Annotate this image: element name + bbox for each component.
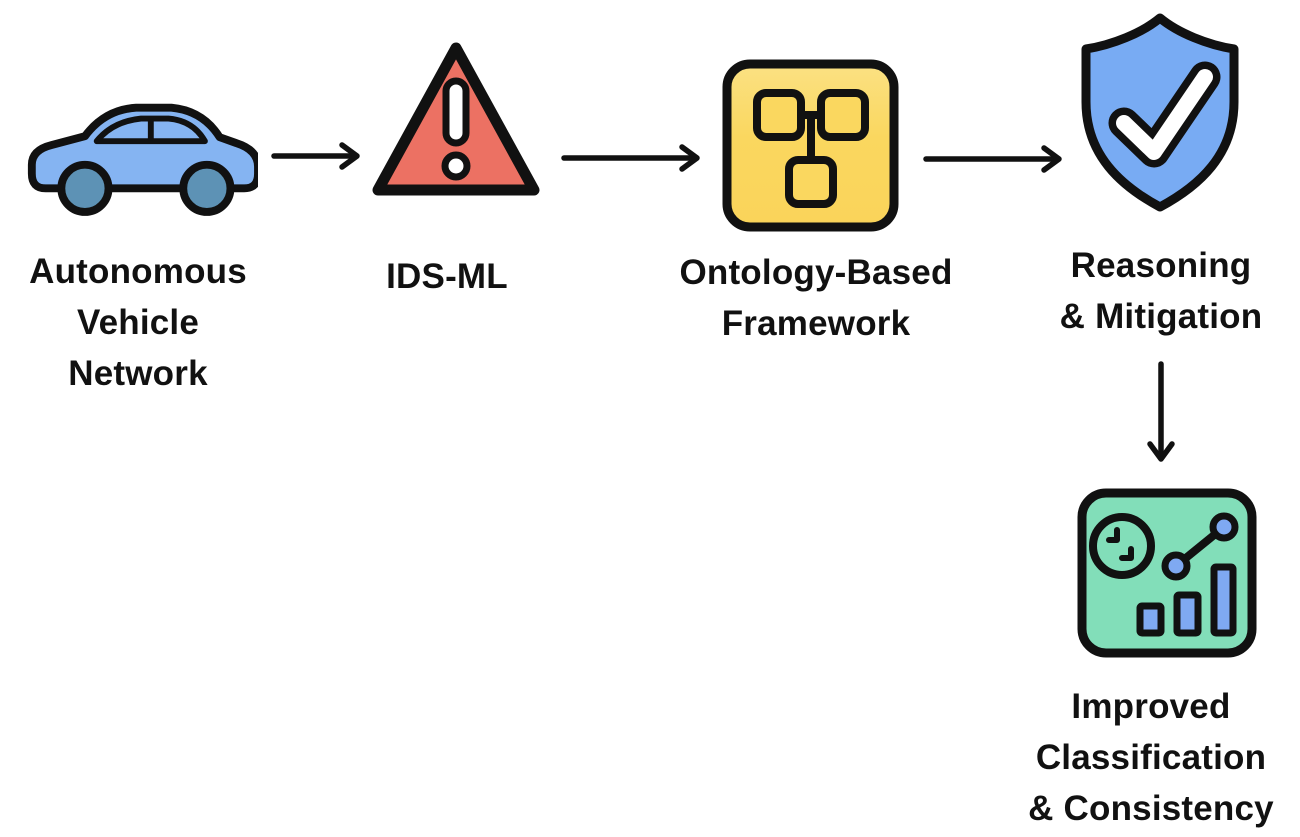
- label-line: Classification: [1035, 738, 1267, 777]
- arrow-right-icon: [561, 144, 700, 172]
- car-icon: [27, 103, 258, 216]
- label-line: & Mitigation: [1059, 297, 1263, 336]
- label-line: Reasoning: [1070, 246, 1252, 285]
- label-autonomous-vehicle-network: Autonomous Vehicle Network: [0, 246, 276, 399]
- analytics-dashboard-icon: [1077, 488, 1257, 658]
- label-line: IDS-ML: [386, 257, 508, 296]
- label-ontology-based-framework: Ontology-Based Framework: [664, 247, 968, 349]
- label-line: Vehicle: [76, 303, 200, 342]
- label-line: Autonomous: [29, 252, 247, 291]
- label-line: Ontology-Based: [679, 253, 953, 292]
- arrow-right-icon: [923, 145, 1062, 173]
- arrow-down-icon: [1147, 361, 1175, 462]
- warning-triangle-icon: [372, 42, 540, 196]
- label-line: Network: [68, 354, 208, 393]
- ontology-nodes-icon: [722, 59, 899, 232]
- label-line: Framework: [721, 304, 911, 343]
- arrow-right-icon: [271, 142, 360, 170]
- label-line: & Consistency: [1028, 789, 1274, 828]
- label-line: Improved: [1071, 687, 1231, 726]
- label-reasoning-mitigation: Reasoning & Mitigation: [1040, 240, 1282, 342]
- shield-check-icon: [1081, 13, 1239, 212]
- label-improved-classification-consistency: Improved Classification & Consistency: [1000, 681, 1300, 834]
- label-ids-ml: IDS-ML: [347, 251, 547, 302]
